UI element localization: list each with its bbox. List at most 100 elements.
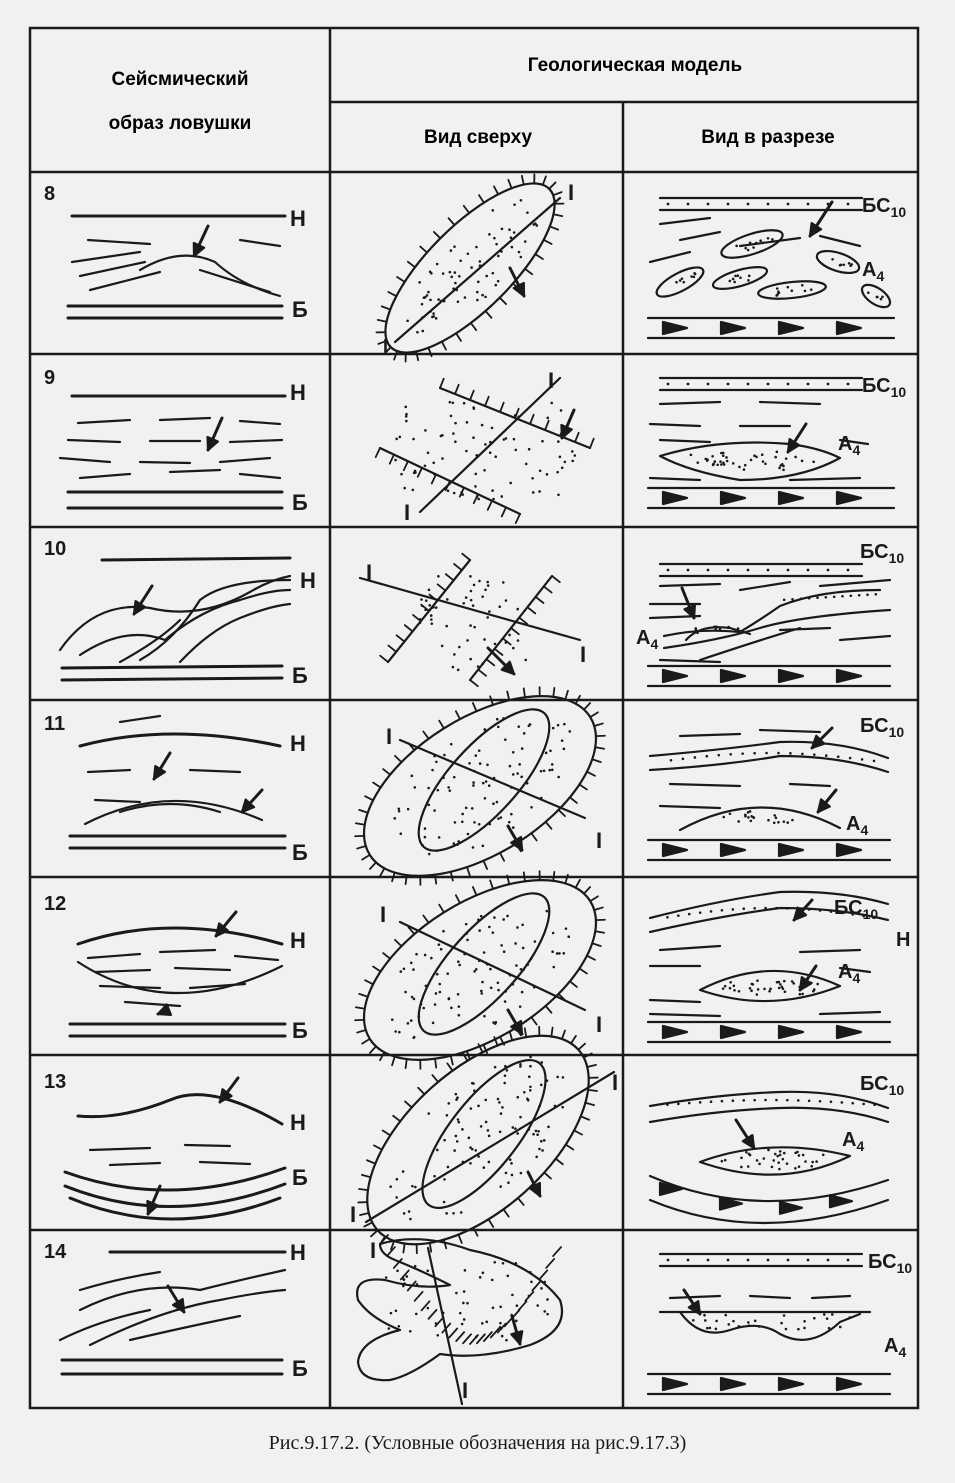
sand-dot (504, 641, 508, 644)
dipping-reflector-3 (58, 1308, 152, 1342)
reflector-dash (798, 948, 862, 954)
sand-dot (492, 497, 495, 501)
sand-dot (506, 1274, 510, 1278)
sand-dot (477, 918, 480, 922)
sand-dot (402, 1278, 406, 1281)
sand-dot (384, 1276, 388, 1279)
sand-dot (705, 754, 709, 758)
basement-triangle (719, 1376, 747, 1392)
sand-dot (841, 594, 844, 598)
hachure-tick (522, 687, 526, 699)
sand-dot (476, 290, 479, 294)
reflector-dash (108, 1161, 162, 1167)
sand-dot (471, 604, 475, 607)
sand-dot (791, 818, 794, 822)
sand-dot (539, 1083, 543, 1087)
sand-dot (516, 639, 520, 642)
sand-dot (526, 1098, 530, 1102)
sand-dot (498, 1130, 502, 1134)
reflector-dash (58, 456, 112, 464)
sand-dot (762, 1157, 766, 1160)
hachure-tick (574, 878, 581, 889)
sand-dot (434, 317, 438, 320)
sand-dot (427, 588, 431, 592)
reflector-dash (238, 238, 282, 248)
sand-dot (738, 465, 741, 469)
profile-label-I: I (386, 724, 392, 749)
bottom-reflector-B2 (60, 676, 284, 682)
hachure-tick (427, 1308, 438, 1320)
hachure-tick (448, 1327, 459, 1339)
sand-dot (705, 1326, 709, 1330)
profile-line-I (418, 376, 562, 514)
sand-dot (477, 823, 481, 826)
sand-dot (491, 489, 494, 492)
sand-dot (492, 802, 495, 806)
hachure-tick (542, 238, 553, 245)
sand-dot (811, 1160, 814, 1164)
sand-dot (482, 951, 486, 954)
profile-label-I: I (366, 560, 372, 585)
sand-dot (469, 657, 472, 661)
sand-dot (503, 1000, 507, 1003)
sand-dot (457, 1013, 461, 1017)
sand-dot (734, 274, 737, 278)
trap-arrow-head (152, 764, 167, 781)
sand-dot (666, 1103, 669, 1106)
sand-dot (783, 990, 787, 993)
sand-dot (502, 438, 506, 441)
sand-dot (453, 271, 457, 274)
sand-dot (502, 717, 505, 720)
sand-dot (775, 1098, 778, 1102)
hachure-tick (551, 575, 561, 584)
header-top-view: Вид сверху (424, 127, 532, 148)
sand-dot (416, 330, 419, 334)
sand-dot (477, 1155, 480, 1158)
trap-arrow-head (510, 1019, 524, 1036)
sand-dot (517, 250, 521, 254)
hachure-tick (364, 795, 374, 802)
sand-dot (778, 1167, 781, 1171)
sand-dot (521, 946, 525, 950)
sand-dot (448, 789, 452, 792)
sand-dot (455, 1291, 458, 1295)
dipping-reflector-5 (78, 1270, 162, 1292)
sand-dot (558, 952, 561, 955)
sand-dot (428, 270, 432, 274)
profile-label-I: I (568, 180, 574, 205)
sand-dot (706, 458, 709, 462)
sand-dot (513, 414, 517, 417)
sand-dot (716, 463, 719, 467)
seal-dot (666, 568, 670, 572)
sand-dot (501, 1106, 504, 1109)
clinoform-2 (118, 618, 182, 664)
hachure-tick (489, 879, 494, 890)
sand-dot (483, 638, 486, 641)
hachure-tick (436, 583, 447, 592)
sand-dot (530, 1280, 533, 1284)
sand-dot (470, 1147, 474, 1151)
sand-dot (422, 1006, 426, 1010)
sand-dot (486, 1129, 490, 1132)
sand-dot (472, 784, 475, 787)
hachure-tick (498, 296, 507, 305)
sand-dot (772, 1159, 776, 1162)
sand-dot (552, 965, 556, 969)
sand-dot (542, 1139, 546, 1142)
sand-dot (469, 1107, 473, 1110)
sand-dot (488, 451, 492, 455)
sand-dot (411, 488, 415, 492)
label-top-reflector: Н (300, 568, 316, 593)
hachure-tick (477, 1043, 484, 1054)
sand-dot (541, 439, 544, 443)
trap-arrow-head (798, 976, 813, 992)
sand-dot (728, 986, 732, 990)
sand-dot (727, 1323, 731, 1326)
hachure-tick (548, 225, 560, 231)
sand-dot (786, 907, 789, 910)
reflector-dash (233, 954, 280, 962)
reflector-dash (838, 634, 892, 642)
sand-dot (563, 460, 567, 464)
label-bottom-reflector: Б (292, 1165, 308, 1190)
sand-dot (777, 821, 780, 824)
